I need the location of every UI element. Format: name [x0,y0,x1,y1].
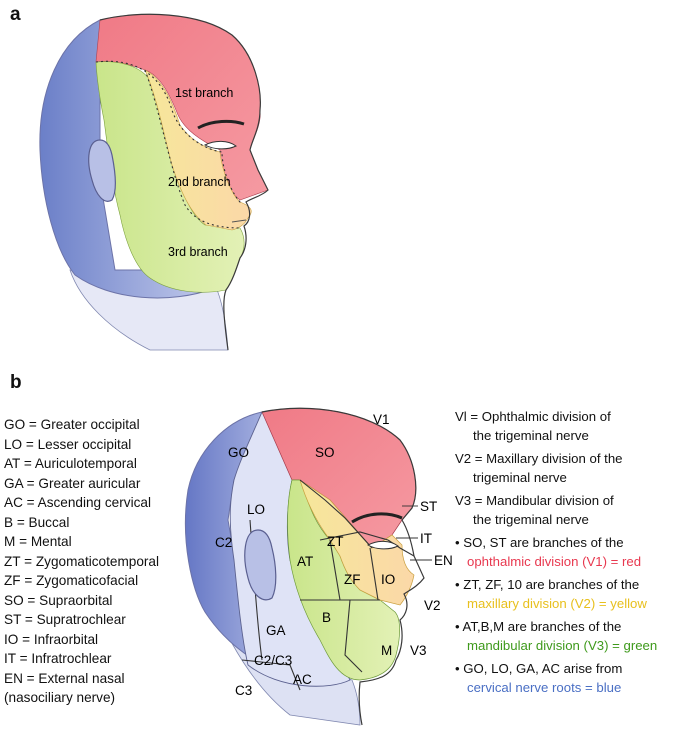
abbrev-lo: LO = Lesser occipital [4,436,132,452]
label-io: IO [381,572,395,587]
label-v2: V2 [424,598,441,613]
division-v1: Vl = Ophthalmic division of the trigemin… [455,407,683,445]
division-v2: V2 = Maxillary division of the trigemina… [455,449,683,487]
label-c2c3: C2/C3 [254,653,292,668]
bullet-mandibular-colored: mandibular division (V3) = green [467,638,658,653]
panel-b-eye [366,540,399,550]
label-zt: ZT [327,534,344,549]
panel-b-letter: b [10,372,22,393]
panel-a-mouth [231,219,247,223]
division-v3: V3 = Mandibular division of the trigemin… [455,491,683,529]
bullet-ophthalmic: • SO, ST are branches of the ophthalmic … [455,533,683,571]
panel-a-profile-outline [99,13,269,351]
label-m: M [381,643,392,658]
panel-a-second-branch-region [144,69,252,231]
label-go: GO [228,445,249,460]
label-at: AT [297,554,313,569]
panel-a-label-3rd-branch: 3rd branch [168,245,228,259]
division-v1-line2: the trigeminal nerve [473,428,589,443]
abbrev-en: EN = External nasal [4,670,125,686]
abbrev-it: IT = Infratrochlear [4,651,112,666]
abbrev-at: AT = Auriculotemporal [4,456,137,471]
division-legend: Vl = Ophthalmic division of the trigemin… [455,407,683,701]
label-st: ST [420,499,437,514]
label-en: EN [434,553,453,568]
bullet-ophthalmic-colored: ophthalmic division (V1) = red [467,554,642,569]
label-v1: V1 [373,412,390,427]
label-c3: C3 [235,683,252,698]
label-it: IT [420,531,432,546]
division-v3-line2: the trigeminal nerve [473,512,589,527]
abbreviation-legend: GO = Greater occipital LO = Lesser occip… [4,415,159,708]
panel-b-leader-lines [396,505,432,561]
panel-a-boundary-v1 [95,60,243,205]
panel-a-head [39,13,269,351]
bullet-mandibular-text: • AT,B,M are branches of the [455,619,622,634]
panel-a-occipital-region [39,19,216,299]
label-so: SO [315,445,335,460]
label-v3: V3 [410,643,427,658]
label-zf: ZF [344,572,361,587]
label-ga: GA [266,623,286,638]
abbrev-zt: ZT = Zygomaticotemporal [4,553,160,569]
panel-a-eye [203,140,237,150]
label-c2: C2 [215,535,232,550]
bullet-ophthalmic-text: • SO, ST are branches of the [455,535,624,550]
panel-a-label-2nd-branch: 2nd branch [168,175,231,189]
division-v3-line1: V3 = Mandibular division of [455,493,614,508]
abbrev-zf: ZF = Zygomaticofacial [4,573,139,588]
bullet-maxillary-colored: maxillary division (V2) = yellow [467,596,647,611]
bullet-cervical-text: • GO, LO, GA, AC arise from [455,661,623,676]
bullet-cervical-colored: cervical nerve roots = blue [467,680,622,695]
label-b: B [322,610,331,625]
panel-b-ear [244,529,277,601]
label-lo: LO [247,502,265,517]
abbrev-io: IO = Infraorbital [4,631,99,647]
panel-b-zt-zf-io-region [299,479,415,606]
abbrev-st: ST = Supratrochlear [4,612,126,627]
division-v2-line2: trigeminal nerve [473,470,567,485]
bullet-cervical: • GO, LO, GA, AC arise from cervical ner… [455,659,683,697]
panel-a-letter: a [10,4,21,25]
panel-a-label-1st-branch: 1st branch [175,86,233,100]
abbrev-so: SO = Supraorbital [4,592,113,608]
panel-b-head [184,407,432,726]
panel-a-ear [88,139,117,202]
abbrev-ga: GA = Greater auricular [4,475,141,491]
bullet-maxillary-text: • ZT, ZF, 10 are branches of the [455,577,640,592]
panel-a-eyebrow [197,119,245,130]
abbrev-b: B = Buccal [4,514,70,530]
bullet-maxillary: • ZT, ZF, 10 are branches of the maxilla… [455,575,683,613]
abbrev-m: M = Mental [4,534,72,549]
label-ac: AC [293,672,312,687]
division-v1-line1: Vl = Ophthalmic division of [455,409,611,424]
panel-b-eyebrow [351,512,403,524]
abbrev-ac: AC = Ascending cervical [4,495,151,510]
panel-b-region-labels: V1 SO GO ST LO IT ZT C2 EN AT ZF IO V2 B… [215,412,453,698]
abbrev-go: GO = Greater occipital [4,417,140,432]
division-v2-line1: V2 = Maxillary division of the [455,451,623,466]
panel-b-profile-outline [261,407,425,726]
abbrev-en-note: (nasociliary nerve) [4,690,116,705]
panel-a-boundary-v2 [144,69,241,229]
bullet-mandibular: • AT,B,M are branches of the mandibular … [455,617,683,655]
